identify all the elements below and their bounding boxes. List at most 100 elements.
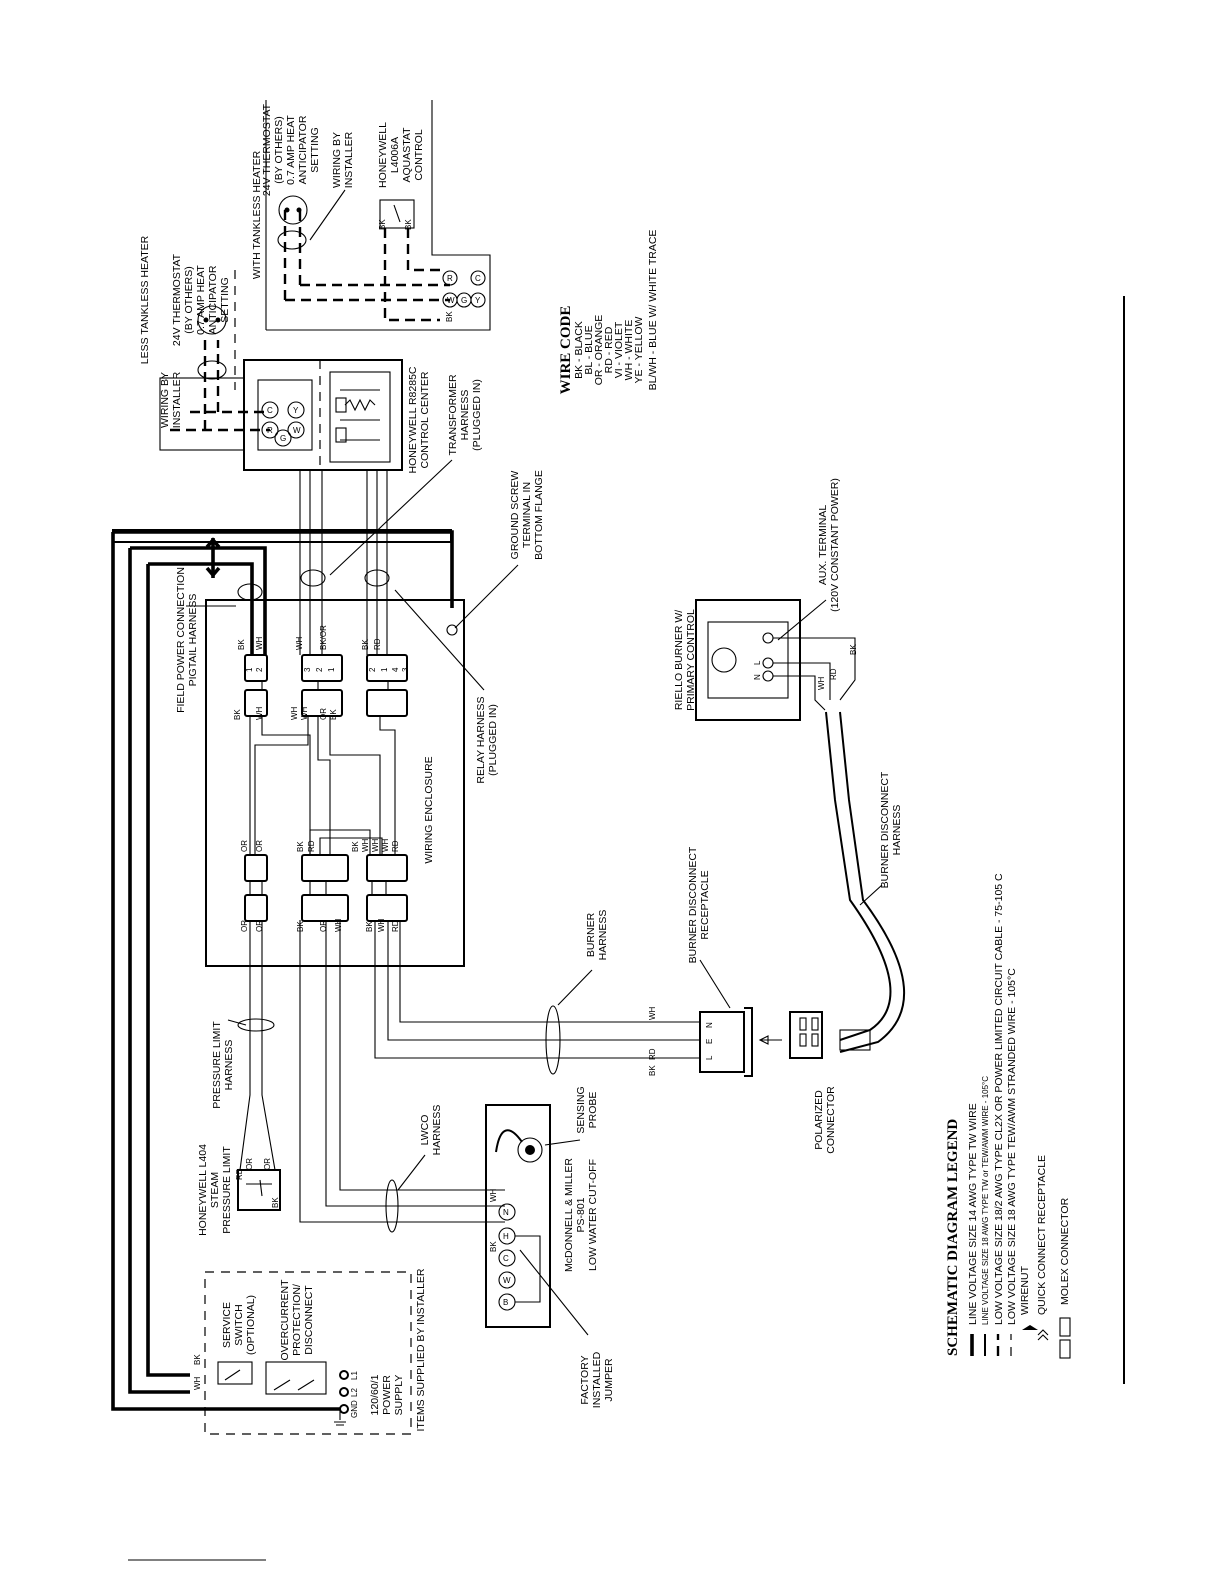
svg-text:OR: OR [245, 1158, 254, 1170]
svg-text:HARNESS: HARNESS [891, 805, 903, 856]
svg-text:RD: RD [648, 1048, 657, 1060]
pin-labels-top: BK WH WH BK/OR BK RD 1 2 3 2 1 2 1 4 3 [237, 625, 410, 672]
svg-text:1: 1 [380, 667, 389, 672]
svg-text:WH: WH [371, 838, 380, 852]
svg-text:HARNESS: HARNESS [597, 910, 609, 961]
svg-text:PRIMARY CONTROL: PRIMARY CONTROL [685, 609, 697, 711]
svg-text:BK: BK [296, 841, 305, 852]
svg-text:DISCONNECT: DISCONNECT [303, 1285, 315, 1355]
svg-text:LINE VOLTAGE SIZE 14 AWG TYPE: LINE VOLTAGE SIZE 14 AWG TYPE TW WIRE [967, 1103, 979, 1325]
svg-text:2: 2 [368, 667, 377, 672]
svg-text:WIRENUT: WIRENUT [1019, 1265, 1031, 1315]
svg-text:C: C [267, 406, 273, 415]
svg-text:OR - ORANGE: OR - ORANGE [593, 315, 605, 386]
svg-text:FIELD POWER CONNECTION: FIELD POWER CONNECTION [175, 567, 187, 713]
svg-text:BK: BK [351, 841, 360, 852]
svg-text:PRESSURE LIMIT: PRESSURE LIMIT [211, 1021, 223, 1109]
svg-text:(BY OTHERS): (BY OTHERS) [273, 116, 285, 183]
svg-text:BK: BK [365, 921, 374, 932]
svg-text:TERMINAL IN: TERMINAL IN [521, 482, 533, 548]
svg-text:L2: L2 [350, 1388, 359, 1397]
svg-text:BK/OR: BK/OR [319, 625, 328, 650]
pin-labels-upper-mid: BK WH WH WH OR BK [233, 706, 338, 720]
svg-text:120/60/1: 120/60/1 [369, 1374, 381, 1415]
burner-disconnect-receptacle: N E L BURNER DISCONNECT RECEPTACLE [687, 846, 753, 1077]
burner-disconnect-cable: BURNER DISCONNECT HARNESS [825, 711, 906, 1053]
svg-text:RD: RD [235, 1168, 244, 1180]
svg-text:RECEPTACLE: RECEPTACLE [699, 870, 711, 939]
svg-text:PROBE: PROBE [587, 1092, 599, 1129]
svg-text:BURNER DISCONNECT: BURNER DISCONNECT [687, 846, 699, 963]
svg-text:SETTING: SETTING [219, 277, 231, 323]
svg-text:N: N [705, 1022, 714, 1028]
lwco-wires: LWCO HARNESS [299, 920, 505, 1233]
svg-text:MOLEX CONNECTOR: MOLEX CONNECTOR [1059, 1197, 1071, 1305]
svg-text:OR: OR [319, 920, 328, 932]
svg-text:OR: OR [240, 920, 249, 932]
svg-text:OR: OR [255, 920, 264, 932]
svg-text:WH: WH [255, 636, 264, 650]
svg-text:2: 2 [255, 667, 264, 672]
svg-text:(PLUGGED IN): (PLUGGED IN) [471, 379, 483, 451]
svg-text:HONEYWELL L404: HONEYWELL L404 [197, 1144, 209, 1236]
svg-text:LINE VOLTAGE SIZE 18 AWG TYPE: LINE VOLTAGE SIZE 18 AWG TYPE TW or TEW/… [981, 1076, 990, 1325]
svg-text:GND: GND [350, 1400, 359, 1418]
svg-text:24V THERMOSTAT: 24V THERMOSTAT [171, 253, 183, 346]
honeywell-r8285c-control-center: R C Y W G [243, 359, 403, 471]
svg-text:1: 1 [245, 667, 254, 672]
svg-text:AQUASTAT: AQUASTAT [401, 127, 413, 183]
svg-text:POLARIZED: POLARIZED [813, 1090, 825, 1150]
svg-text:L1: L1 [350, 1371, 359, 1380]
svg-text:WH: WH [377, 918, 386, 932]
svg-text:W: W [503, 1276, 511, 1285]
svg-text:H: H [503, 1232, 509, 1241]
svg-text:BURNER: BURNER [585, 912, 597, 957]
svg-text:ANTICIPATOR: ANTICIPATOR [297, 115, 309, 184]
with-tankless-section: W G R C Y BK BK BK WITH TANKLESS HEATER … [251, 100, 491, 331]
svg-text:N: N [753, 674, 762, 680]
polarized-connector: POLARIZED CONNECTOR [758, 1011, 871, 1154]
internal-wiring [249, 681, 396, 895]
svg-text:BK: BK [404, 219, 413, 230]
svg-text:(OPTIONAL): (OPTIONAL) [245, 1295, 257, 1355]
svg-text:QUICK CONNECT RECEPTACLE: QUICK CONNECT RECEPTACLE [1036, 1155, 1048, 1315]
svg-text:BK: BK [489, 1241, 498, 1252]
svg-text:OVERCURRENT: OVERCURRENT [279, 1279, 291, 1361]
svg-text:INSTALLER: INSTALLER [171, 371, 183, 428]
svg-text:STEAM: STEAM [209, 1172, 221, 1208]
svg-text:SUPPLY: SUPPLY [393, 1375, 405, 1416]
svg-text:WH: WH [334, 918, 343, 932]
svg-text:FACTORY: FACTORY [579, 1355, 591, 1404]
installer-supplied-items: L1 L2 GND WH BK SERVICE SWITCH (OPTIONAL… [193, 1268, 427, 1435]
svg-text:WH: WH [300, 706, 309, 720]
svg-text:RD: RD [829, 668, 838, 680]
svg-text:(BY OTHERS): (BY OTHERS) [183, 266, 195, 333]
svg-text:VI - VIOLET: VI - VIOLET [613, 321, 625, 378]
svg-text:WH: WH [489, 1188, 498, 1202]
svg-text:W: W [293, 426, 301, 435]
svg-text:CONNECTOR: CONNECTOR [825, 1086, 837, 1154]
svg-text:OR: OR [255, 840, 264, 852]
svg-text:RELAY HARNESS: RELAY HARNESS [475, 696, 487, 783]
svg-text:3: 3 [401, 667, 410, 672]
svg-text:YE - YELLOW: YE - YELLOW [633, 316, 645, 383]
svg-text:HONEYWELL: HONEYWELL [377, 122, 389, 188]
svg-text:SETTING: SETTING [309, 127, 321, 173]
svg-text:CONTROL: CONTROL [413, 129, 425, 180]
svg-text:OR: OR [240, 840, 249, 852]
svg-text:G: G [280, 434, 286, 443]
svg-text:ITEMS SUPPLIED BY INSTALLER: ITEMS SUPPLIED BY INSTALLER [415, 1268, 427, 1431]
svg-text:McDONNELL & MILLER: McDONNELL & MILLER [563, 1158, 575, 1272]
honeywell-l404: RD OR BK OR HONEYWELL L404 STEAM PRESSUR… [197, 1144, 281, 1236]
svg-text:BK: BK [361, 639, 370, 650]
pressure-limit-harness: PRESSURE LIMIT HARNESS [211, 920, 276, 1171]
svg-text:PIGTAIL HARNESS: PIGTAIL HARNESS [187, 594, 199, 687]
svg-text:WIRING BY: WIRING BY [159, 372, 171, 428]
svg-text:RD: RD [391, 920, 400, 932]
svg-text:WIRING BY: WIRING BY [331, 132, 343, 188]
svg-text:3: 3 [303, 667, 312, 672]
svg-text:SENSING: SENSING [575, 1086, 587, 1133]
svg-text:LOW VOLTAGE SIZE 18 AWG TYPE T: LOW VOLTAGE SIZE 18 AWG TYPE TEW/AWM STR… [1006, 968, 1018, 1325]
svg-text:R: R [447, 274, 453, 283]
